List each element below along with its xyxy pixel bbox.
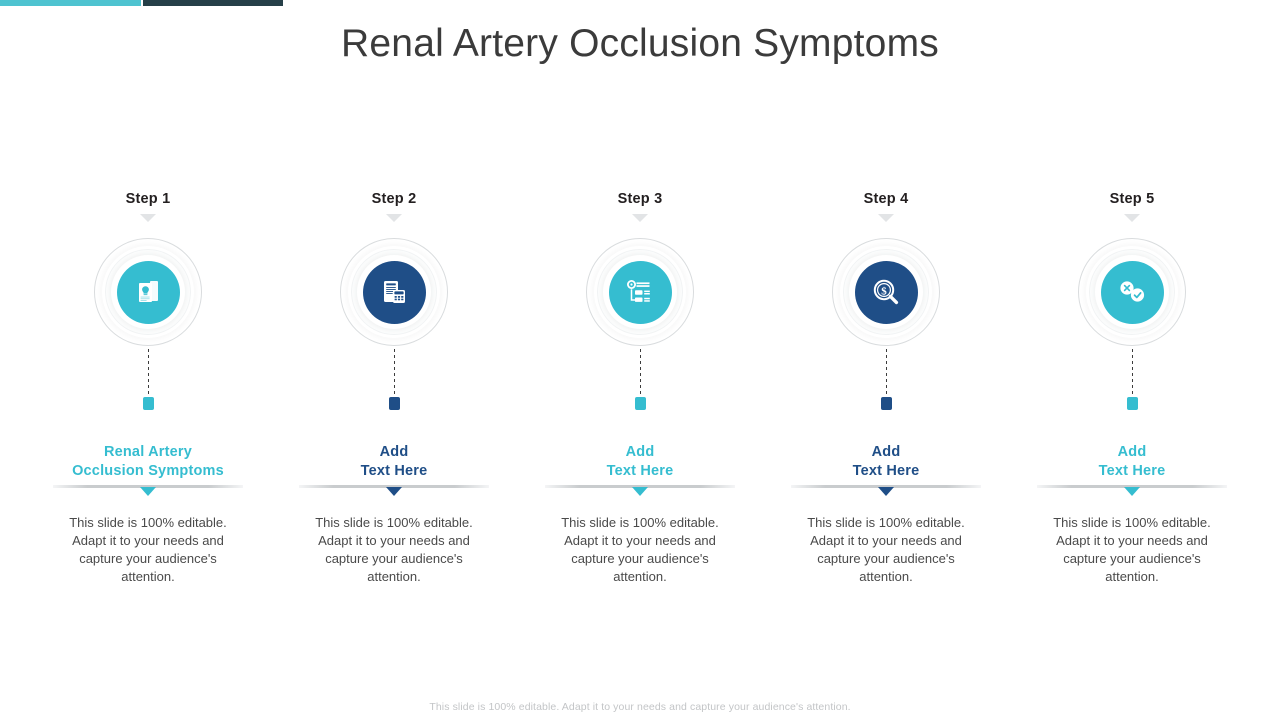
document-calculator-icon (362, 260, 426, 324)
step-connector-node-1 (142, 397, 154, 410)
step-heading-group-2: Add Text Here (271, 443, 517, 496)
step-caret-accent-icon-3 (632, 487, 648, 496)
step-column-3: Step 3 Add Text Here (517, 190, 763, 586)
step-divider-line-1 (53, 485, 243, 488)
step-divider-line-5 (1037, 485, 1227, 488)
step-number-label-4: Step 4 (863, 191, 909, 207)
progress-bar-cyan-segment (0, 0, 141, 6)
step-divider-line-4 (791, 485, 981, 488)
step-body-text-2[interactable]: This slide is 100% editable. Adapt it to… (315, 515, 473, 584)
step-dashed-connector-2 (393, 349, 395, 396)
step-connector-node-5 (1126, 397, 1138, 410)
top-progress-bar (0, 0, 1280, 7)
document-lightbulb-icon (116, 260, 180, 324)
step-connector-node-4 (880, 397, 892, 410)
step-divider-group-5 (1037, 485, 1227, 496)
step-dashed-connector-1 (147, 349, 149, 396)
step-dashed-connector-5 (1131, 349, 1133, 396)
step-caret-grey-icon-1 (140, 214, 156, 222)
step-divider-line-3 (545, 485, 735, 488)
step-divider-group-4 (791, 485, 981, 496)
steps-container: Step 1 Renal Artery Occlusion Symptoms (25, 190, 1255, 586)
magnifier-dollar-icon: $ (854, 260, 918, 324)
step-heading-group-4: Add Text Here (763, 443, 1009, 496)
step-divider-line-2 (299, 485, 489, 488)
step-body-text-4[interactable]: This slide is 100% editable. Adapt it to… (807, 515, 965, 584)
cross-check-circles-icon (1100, 260, 1164, 324)
step-heading-group-3: Add Text Here (517, 443, 763, 496)
step-caret-grey-icon-2 (386, 214, 402, 222)
step-body-text-3[interactable]: This slide is 100% editable. Adapt it to… (561, 515, 719, 584)
step-heading-2[interactable]: Add Text Here (360, 444, 428, 479)
step-body-text-1[interactable]: This slide is 100% editable. Adapt it to… (69, 515, 227, 584)
footer-note: This slide is 100% editable. Adapt it to… (429, 701, 851, 713)
step-heading-group-5: Add Text Here (1009, 443, 1255, 496)
step-dashed-connector-3 (639, 349, 641, 396)
step-heading-4[interactable]: Add Text Here (852, 444, 920, 479)
step-caret-grey-icon-3 (632, 214, 648, 222)
page-title: Renal Artery Occlusion Symptoms (341, 22, 939, 65)
step-body-text-5[interactable]: This slide is 100% editable. Adapt it to… (1053, 515, 1211, 584)
step-heading-1[interactable]: Renal Artery Occlusion Symptoms (72, 444, 224, 479)
step-column-5: Step 5 Add Text Here This slide is 100% … (1009, 190, 1255, 586)
step-caret-accent-icon-1 (140, 487, 156, 496)
progress-bar-dark-segment (143, 0, 283, 6)
step-divider-group-1 (53, 485, 243, 496)
step-heading-group-1: Renal Artery Occlusion Symptoms (25, 443, 271, 496)
step-caret-accent-icon-2 (386, 487, 402, 496)
step-icon-badge-5[interactable] (1078, 238, 1186, 346)
step-icon-badge-1[interactable] (94, 238, 202, 346)
step-icon-badge-2[interactable] (340, 238, 448, 346)
step-divider-group-3 (545, 485, 735, 496)
step-icon-badge-3[interactable] (586, 238, 694, 346)
svg-text:$: $ (881, 285, 887, 297)
step-caret-grey-icon-4 (878, 214, 894, 222)
step-icon-badge-4[interactable]: $ (832, 238, 940, 346)
step-connector-node-2 (388, 397, 400, 410)
step-dashed-connector-4 (885, 349, 887, 396)
step-heading-5[interactable]: Add Text Here (1098, 444, 1166, 479)
step-column-4: Step 4 $ Add Text Here This slide is 100… (763, 190, 1009, 586)
step-number-label-3: Step 3 (617, 191, 663, 207)
step-number-label-1: Step 1 (125, 191, 171, 207)
step-connector-node-3 (634, 397, 646, 410)
step-heading-3[interactable]: Add Text Here (606, 444, 674, 479)
step-column-2: Step 2 (271, 190, 517, 586)
step-number-label-5: Step 5 (1109, 191, 1155, 207)
step-caret-grey-icon-5 (1124, 214, 1140, 222)
step-caret-accent-icon-5 (1124, 487, 1140, 496)
flowchart-hierarchy-icon (608, 260, 672, 324)
step-column-1: Step 1 Renal Artery Occlusion Symptoms (25, 190, 271, 586)
step-caret-accent-icon-4 (878, 487, 894, 496)
step-number-label-2: Step 2 (371, 191, 417, 207)
step-divider-group-2 (299, 485, 489, 496)
